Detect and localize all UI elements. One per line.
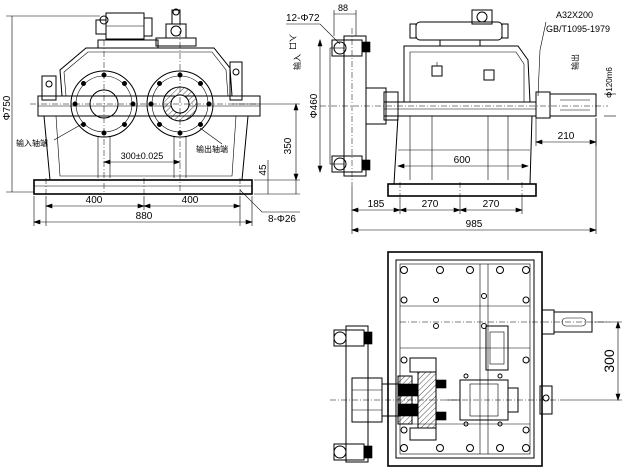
side-shaft-extension-dim: 210 <box>558 131 575 142</box>
side-standard: GB/T1095-1979 <box>546 24 610 34</box>
side-top-left-label: 入口 <box>288 34 297 50</box>
side-shaft-spec: A32X200 <box>556 10 593 20</box>
side-top-motor <box>415 21 503 41</box>
side-left-label: 输入 <box>292 54 302 70</box>
plan-housing-outline <box>387 251 543 467</box>
front-base-height-dim: 45 <box>258 164 269 176</box>
side-output-shaft <box>549 93 597 117</box>
front-left-label: 输入轴端 <box>16 138 48 148</box>
front-foot-left-dim: 400 <box>86 195 103 206</box>
front-height-dim: Φ750 <box>2 95 13 120</box>
side-bottom-seg3-dim: 270 <box>483 199 500 210</box>
front-output-bearing-cap <box>146 70 214 138</box>
plan-center-distance-dim: 300 <box>601 349 617 373</box>
front-total-width-dim: 880 <box>136 211 153 222</box>
front-center-distance-dim: 300±0.025 <box>121 151 163 161</box>
side-flange-diameter-dim: Φ460 <box>309 93 320 118</box>
plan-input-flange <box>345 325 369 463</box>
side-base-plate <box>387 183 537 197</box>
front-base-plate <box>33 179 253 195</box>
side-view: 12-Φ72 入口 88 Φ460 输入 A32X200 GB/T1095-19… <box>286 3 616 234</box>
side-flange-holes-dim: 12-Φ72 <box>286 13 320 24</box>
side-flange-thickness-dim: 88 <box>338 3 348 13</box>
side-right-label: 输出 <box>570 54 580 70</box>
side-shaft-diameter-dim: Φ120m6 <box>605 67 614 98</box>
side-bottom-seg2-dim: 270 <box>422 199 439 210</box>
side-bottom-seg1-dim: 185 <box>368 199 385 210</box>
front-view: Φ750 300±0.025 350 45 400 400 880 8-Φ26 … <box>2 8 300 226</box>
front-right-label: 输出轴端 <box>196 144 228 154</box>
front-center-height-dim: 350 <box>283 137 294 154</box>
side-box-length-dim: 600 <box>454 155 471 166</box>
front-foot-right-dim: 400 <box>182 195 199 206</box>
plan-view: 300 <box>330 251 622 467</box>
foot-bolt-holes-dim: 8-Φ26 <box>268 214 296 225</box>
side-total-length-dim: 985 <box>466 219 483 230</box>
